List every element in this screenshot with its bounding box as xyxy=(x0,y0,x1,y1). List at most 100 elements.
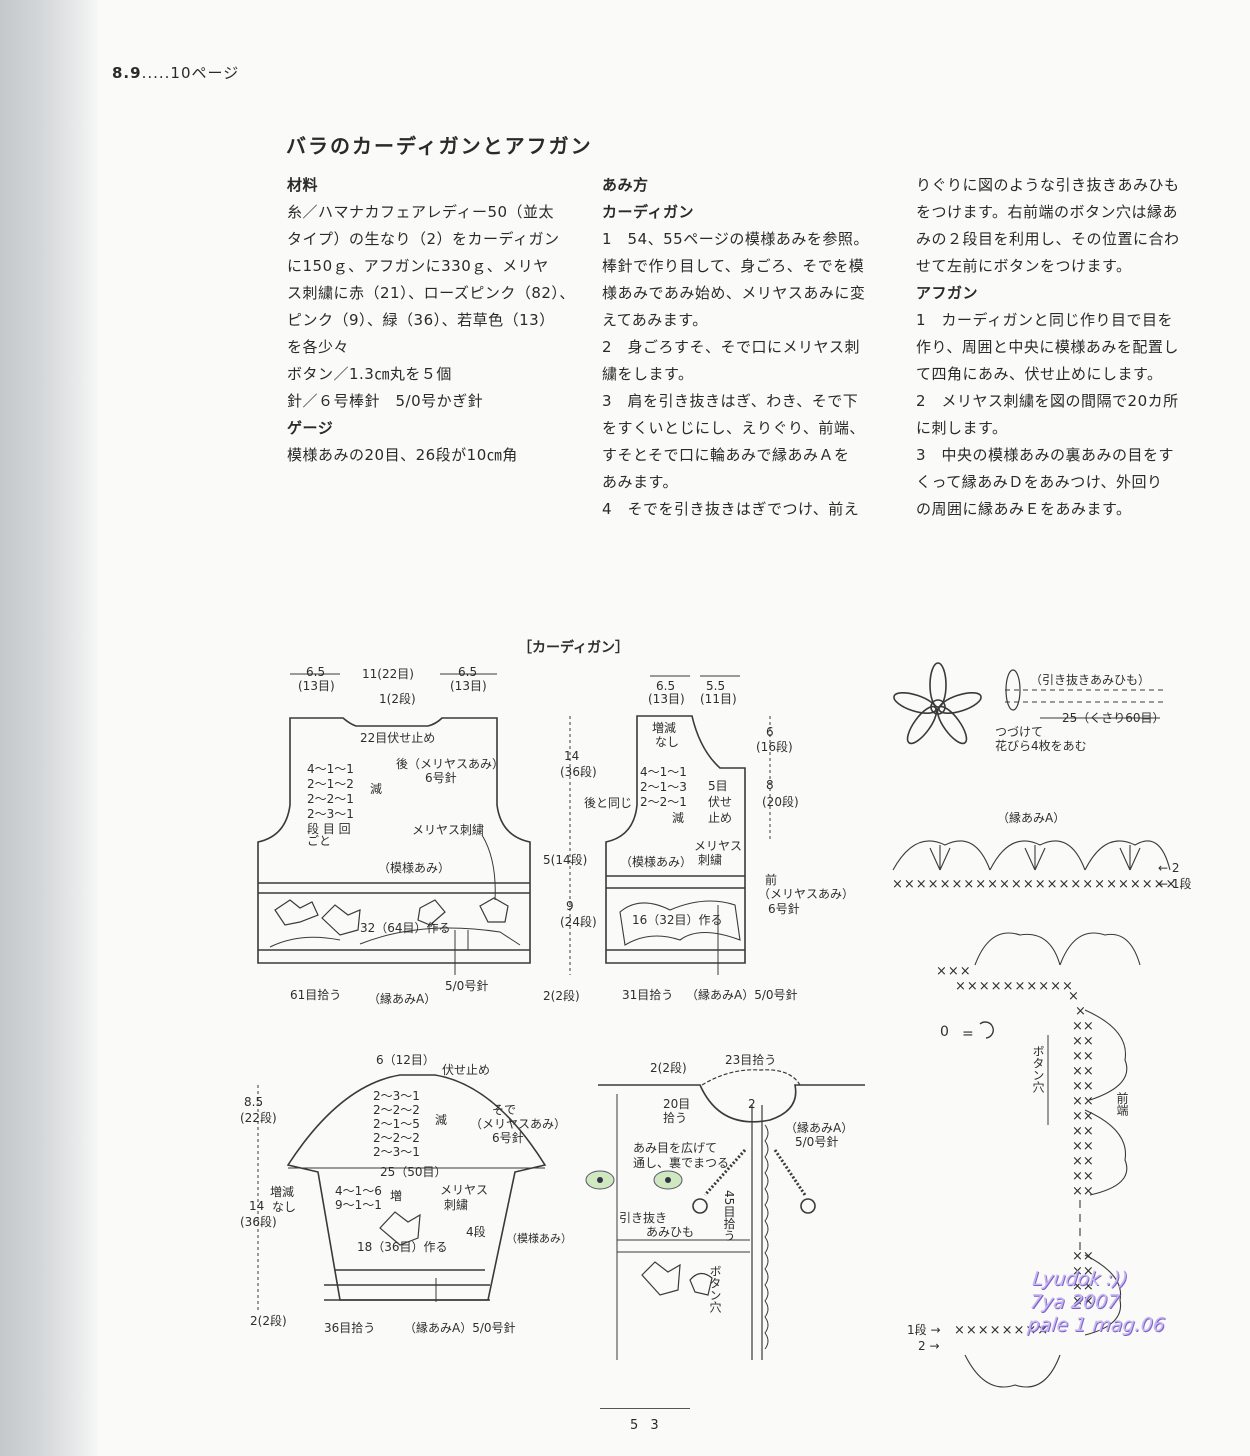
front-dec: 2〜2〜1 xyxy=(640,795,687,809)
svg-text:××: ×× xyxy=(1072,1264,1094,1279)
method-line: みの２段目を利用し、その位置に合わ xyxy=(916,230,1180,248)
method-line: 2 メリヤス刺繍を図の間隔で20カ所 xyxy=(916,392,1179,410)
sleeve-pattern: （模様あみ） xyxy=(506,1231,572,1245)
back-dec: 2〜1〜2 xyxy=(307,777,354,791)
svg-text:×: × xyxy=(1068,989,1079,1004)
sleeve-dec: 2〜1〜5 xyxy=(373,1117,420,1131)
method-line: 作り、周囲と中央に模様あみを配置し xyxy=(916,338,1179,356)
collar-buttonhole: ボタン穴 xyxy=(708,1265,722,1313)
back-pick-up: 61目拾う xyxy=(290,987,341,1002)
header-page-ref: 10ページ xyxy=(170,64,240,82)
back-body-label: 後（メリヤスあみ） xyxy=(396,757,504,771)
method-line: 1 カーディガンと同じ作り目で目を xyxy=(916,311,1173,329)
sleeve-dec: 2〜3〜1 xyxy=(373,1089,420,1103)
sleeve-height-bottom: 2(2段) xyxy=(250,1313,287,1328)
flower-length: 25（くさり60目） xyxy=(1062,711,1165,725)
sleeve-inc-label: 増 xyxy=(390,1189,402,1203)
method-line: 1 54、55ページの模様あみを参照。 xyxy=(602,230,869,248)
front-pick-up: 31目拾う xyxy=(622,987,673,1002)
front-pattern: （模様あみ） xyxy=(620,855,692,869)
back-height-upper-rows: (36段) xyxy=(560,764,597,779)
edge-chart xyxy=(964,932,1141,1388)
binding-gutter xyxy=(0,0,98,1456)
page-number: 5 3 xyxy=(630,1418,663,1433)
method-line: をつけます。右前端のボタン穴は縁あ xyxy=(916,203,1179,221)
back-width-left-sts: (13目) xyxy=(298,679,335,693)
back-dec-label: 減 xyxy=(370,781,382,796)
flower-tie xyxy=(800,1198,816,1214)
sleeve-width: 25（50目） xyxy=(380,1165,447,1179)
afghan-heading: アフガン xyxy=(916,284,979,302)
section-number: 8.9 xyxy=(112,64,142,82)
materials-line: タイプ）の生なり（2）をカーディガン xyxy=(287,230,560,248)
leader-line xyxy=(481,834,496,901)
back-height-bottom: 2(2段) xyxy=(543,988,580,1003)
materials-heading: 材料 xyxy=(287,176,319,194)
method-line: 様あみであみ始め、メリヤスあみに変 xyxy=(602,284,866,302)
back-height-lower-rows: (24段) xyxy=(560,914,597,929)
materials-line: ボタン／1.3㎝丸を５個 xyxy=(287,365,452,383)
back-cast-on: 32（64目）作る xyxy=(360,921,451,935)
back-width-mid: 11(22目) xyxy=(362,667,414,681)
collar-pick-side: 20目 xyxy=(663,1097,690,1111)
back-width-right: 6.5 xyxy=(458,665,477,679)
rose-motif xyxy=(321,904,361,936)
flower-note1: つづけて xyxy=(995,725,1043,739)
collar-shoulder-line xyxy=(598,1084,865,1123)
sleeve-no-shaping: 増減 xyxy=(270,1184,294,1199)
svg-text:××: ×× xyxy=(1072,1294,1094,1309)
back-width-right-sts: (13目) xyxy=(450,679,487,693)
scallop-edge xyxy=(764,1124,769,1350)
svg-text:××: ×× xyxy=(1072,1019,1094,1034)
method-line: あみます。 xyxy=(602,473,679,491)
sleeve-body-height: 14 xyxy=(249,1199,264,1213)
svg-text:××: ×× xyxy=(1072,1064,1094,1079)
front-v-bind: 伏せ xyxy=(708,795,732,809)
front-height-top-rows: (16段) xyxy=(756,739,793,754)
method-line: 4 そでを引き抜きはぎでつけ、前え xyxy=(602,500,860,518)
front-v-sts: 5目 xyxy=(708,779,728,793)
svg-text:××: ×× xyxy=(1072,1094,1094,1109)
front-width-left: 6.5 xyxy=(656,679,675,693)
stitch-column: ×××× ×××××× ×××××× ×××××× ×××××× ×××××× xyxy=(1068,989,1094,1309)
front-cast-on: 16（32目）作る xyxy=(632,913,723,927)
back-dec: 4〜1〜1 xyxy=(307,762,354,776)
back-width-left: 6.5 xyxy=(306,665,325,679)
flower-cord-label: （引き抜きあみひも） xyxy=(1030,673,1150,687)
method-line: 3 肩を引き抜きはぎ、わき、そで下 xyxy=(602,392,859,410)
sleeve-dec: 2〜2〜2 xyxy=(373,1103,420,1117)
method-column-continued: りぐりに図のような引き抜きあみひも をつけます。右前端のボタン穴は縁あ みの２段… xyxy=(916,172,1201,523)
front-embroidery: メリヤス xyxy=(694,839,742,853)
page-header: 8.9.....10ページ xyxy=(112,62,239,83)
materials-line: に150ｇ、アフガンに330ｇ、メリヤ xyxy=(287,257,549,275)
svg-text:××: ×× xyxy=(1072,1109,1094,1124)
front-dec: 4〜1〜1 xyxy=(640,765,687,779)
sleeve-outline xyxy=(286,1074,547,1301)
cord-chain xyxy=(1005,689,1165,703)
edge-front: 前端 xyxy=(1115,1091,1129,1117)
sleeve-embroidery: メリヤス xyxy=(440,1183,488,1197)
method-line: 棒針で作り目して、身ごろ、そでを模 xyxy=(602,257,865,275)
sleeve-cap-height: 8.5 xyxy=(244,1095,263,1109)
method-line: をすくいとじにし、えりぐり、前端、 xyxy=(602,419,865,437)
back-bind-off: 22目伏せ止め xyxy=(360,731,435,745)
svg-text:××: ×× xyxy=(1072,1079,1094,1094)
back-caston-curve xyxy=(269,927,521,948)
svg-text:××: ×× xyxy=(1072,1154,1094,1169)
method-line: せて左前にボタンをつけます。 xyxy=(916,257,1132,275)
watermark-line: 7ya 2007 xyxy=(1028,1291,1121,1313)
back-height-mid: 5(14段) xyxy=(543,852,587,867)
cardigan-heading: カーディガン xyxy=(602,203,694,221)
front-v-stop: 止め xyxy=(708,811,732,825)
edge-row1: 1段 → xyxy=(907,1322,941,1337)
front-height-top: 6 xyxy=(766,725,774,739)
watermark-line: Lyudok :)) xyxy=(1031,1268,1129,1290)
materials-line: ピンク（9）、緑（36）、若草色（13） xyxy=(287,311,555,329)
front-dec-label: 減 xyxy=(672,810,684,825)
sleeve-pick-up: 36目拾う xyxy=(324,1320,375,1335)
materials-line: ス刺繍に赤（21）、ローズピンク（82）、 xyxy=(287,284,575,302)
sleeve-body-rows: (36段) xyxy=(240,1214,277,1229)
method-line: すそとそで口に輪あみで縁あみＡを xyxy=(602,446,850,464)
back-pattern: （模様あみ） xyxy=(378,861,450,875)
